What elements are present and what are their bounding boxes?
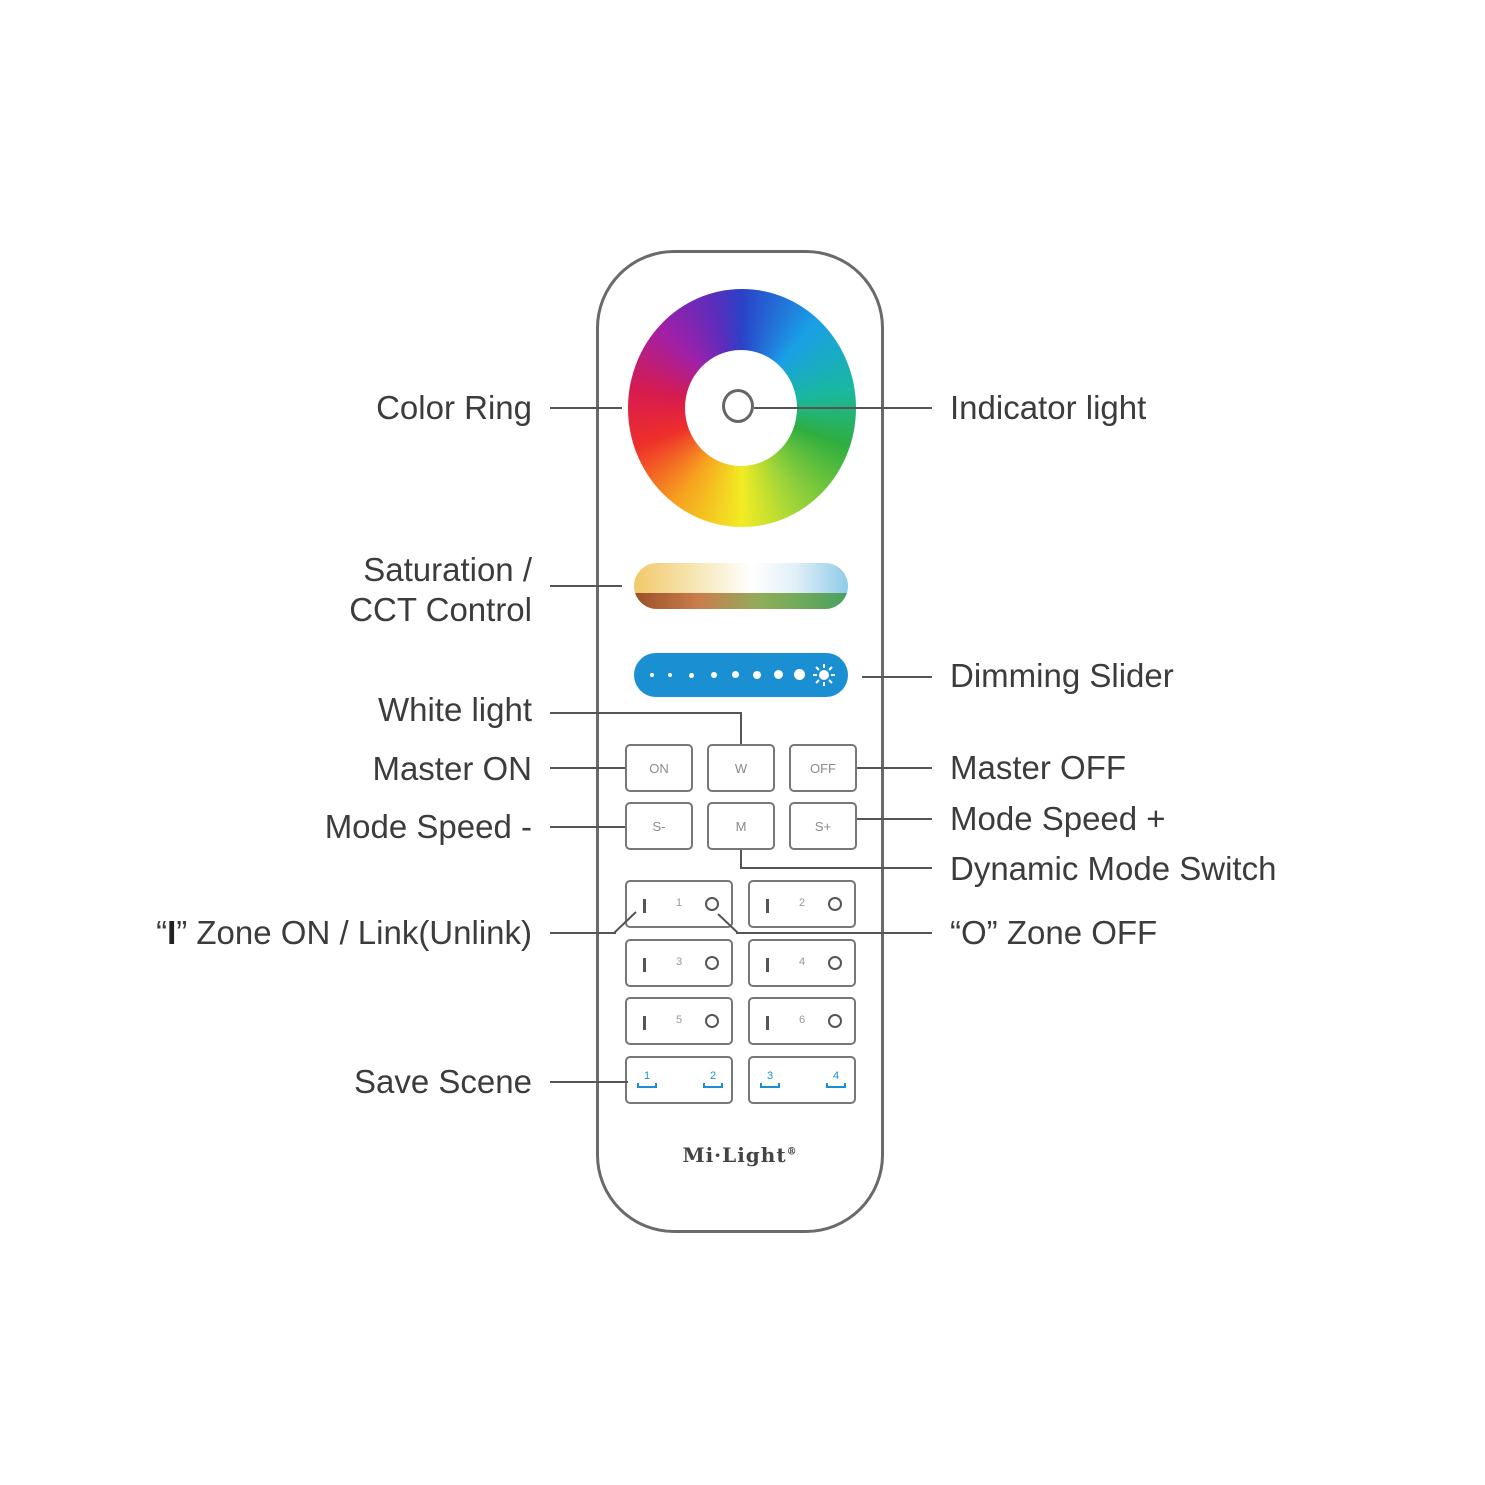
zone-on-bar <box>766 899 769 913</box>
label-color-ring: Color Ring <box>376 389 532 426</box>
label-mode-speed-minus: Mode Speed - <box>324 808 532 845</box>
leader-zone-on-angle <box>613 911 637 934</box>
dimming-slider[interactable] <box>634 653 848 697</box>
label-master-off: Master OFF <box>950 749 1127 786</box>
cct-slider-lower-band <box>634 593 848 609</box>
zone-button-5[interactable]: 5 <box>625 997 733 1045</box>
white-light-button[interactable]: W <box>707 744 775 792</box>
mode-speed-minus-button[interactable]: S- <box>625 802 693 850</box>
zone-off-circle <box>828 956 842 970</box>
zone-off-circle <box>828 1014 842 1028</box>
zone-number: 6 <box>799 1014 806 1026</box>
label-zone-on: “I” Zone ON / Link(Unlink) <box>156 914 532 951</box>
zone-number: 1 <box>676 897 683 909</box>
save-scene-icon: 1 <box>637 1070 657 1088</box>
label-master-on: Master ON <box>372 750 532 787</box>
master-on-button[interactable]: ON <box>625 744 693 792</box>
zone-number: 5 <box>676 1014 683 1026</box>
zone-button-6[interactable]: 6 <box>748 997 856 1045</box>
label-dimming-slider: Dimming Slider <box>950 657 1174 694</box>
indicator-light <box>722 389 754 423</box>
leader-dynamic-drop <box>740 850 742 869</box>
dim-dot <box>689 673 694 678</box>
dim-dot <box>774 670 783 679</box>
leader-dynamic-mode <box>740 867 932 869</box>
leader-master-on <box>550 767 625 769</box>
dim-dot <box>650 673 654 677</box>
dim-dot <box>794 669 805 680</box>
label-mode-speed-plus: Mode Speed + <box>950 800 1166 837</box>
save-scene-icon: 2 <box>703 1070 723 1088</box>
dim-dot <box>753 671 761 679</box>
zone-number: 2 <box>799 897 806 909</box>
leader-white-light <box>550 712 742 714</box>
leader-zone-on <box>550 932 616 934</box>
saturation-cct-slider[interactable] <box>634 563 848 609</box>
zone-button-1[interactable]: 1 <box>625 880 733 928</box>
zone-on-bar <box>766 958 769 972</box>
zone-button-2[interactable]: 2 <box>748 880 856 928</box>
zone-on-bar <box>643 1016 646 1030</box>
leader-zone-off <box>736 932 932 934</box>
zone-off-circle <box>705 956 719 970</box>
leader-mode-speed-minus <box>550 826 625 828</box>
brand-logo: Mi·Light® <box>682 1143 798 1167</box>
leader-mode-speed-plus <box>857 818 932 820</box>
zone-on-bar <box>643 899 646 913</box>
scene-number: 2 <box>709 1070 717 1082</box>
master-off-button[interactable]: OFF <box>789 744 857 792</box>
zone-button-3[interactable]: 3 <box>625 939 733 987</box>
leader-save-scene <box>550 1081 628 1083</box>
label-white-light: White light <box>377 691 532 728</box>
zone-on-bar <box>643 958 646 972</box>
leader-dimming <box>862 676 932 678</box>
save-scene-icon: 4 <box>826 1070 846 1088</box>
zone-number: 4 <box>799 956 806 968</box>
dim-dot <box>668 673 672 677</box>
label-zone-off: “O” Zone OFF <box>950 914 1158 951</box>
label-saturation: Saturation / CCT Control <box>349 551 532 628</box>
leader-indicator <box>754 407 932 409</box>
label-save-scene: Save Scene <box>354 1063 532 1100</box>
dim-dot <box>711 672 717 678</box>
zone-off-circle <box>828 897 842 911</box>
dynamic-mode-button[interactable]: M <box>707 802 775 850</box>
sun-icon <box>813 664 835 686</box>
zone-on-bar <box>766 1016 769 1030</box>
mode-speed-plus-button[interactable]: S+ <box>789 802 857 850</box>
scene-button-right[interactable]: 3 4 <box>748 1056 856 1104</box>
scene-number: 3 <box>766 1070 774 1082</box>
scene-button-left[interactable]: 1 2 <box>625 1056 733 1104</box>
leader-color-ring <box>550 407 622 409</box>
zone-button-4[interactable]: 4 <box>748 939 856 987</box>
zone-off-circle <box>705 897 719 911</box>
leader-white-light-drop <box>740 712 742 744</box>
label-dynamic-mode-switch: Dynamic Mode Switch <box>950 850 1277 887</box>
leader-saturation <box>550 585 622 587</box>
leader-master-off <box>857 767 932 769</box>
zone-number: 3 <box>676 956 683 968</box>
save-scene-icon: 3 <box>760 1070 780 1088</box>
scene-number: 4 <box>832 1070 840 1082</box>
label-indicator-light: Indicator light <box>950 389 1147 426</box>
scene-number: 1 <box>643 1070 651 1082</box>
leader-zone-off-angle <box>717 913 739 934</box>
dim-dot <box>732 671 739 678</box>
zone-off-circle <box>705 1014 719 1028</box>
